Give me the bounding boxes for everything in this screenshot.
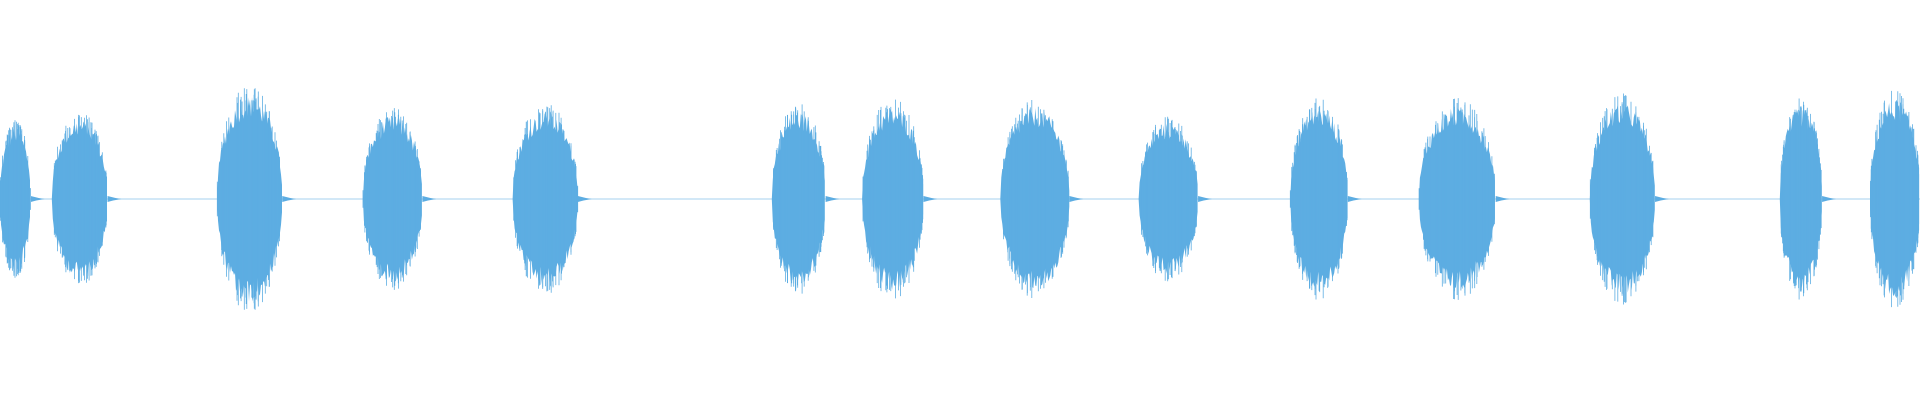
waveform-tail: [825, 196, 840, 202]
waveform-tail: [1822, 196, 1837, 202]
waveform-burst: [1289, 98, 1362, 300]
waveform-burst-fill: [217, 97, 282, 302]
waveform-burst: [1138, 116, 1213, 282]
waveform-burst: [1870, 90, 1920, 308]
waveform-tail: [107, 196, 122, 202]
waveform-tail: [1347, 196, 1362, 202]
waveform-tail: [1655, 196, 1670, 202]
waveform-burst: [771, 104, 840, 294]
waveform-burst: [216, 88, 297, 310]
waveform-tail: [1069, 196, 1084, 202]
waveform-burst: [1779, 98, 1837, 300]
waveform-burst-fill: [1000, 108, 1070, 289]
waveform-tail: [30, 196, 45, 202]
waveform-burst-fill: [1870, 100, 1920, 296]
waveform-burst: [512, 105, 592, 293]
waveform-burst: [1418, 98, 1510, 300]
waveform-group: [0, 88, 1920, 310]
waveform-burst: [862, 99, 938, 299]
waveform-burst: [1000, 100, 1084, 298]
waveform-burst: [0, 120, 45, 278]
waveform-tail: [1495, 196, 1510, 202]
waveform-tail: [577, 196, 592, 202]
waveform-burst: [362, 108, 437, 290]
waveform-burst: [51, 114, 122, 284]
waveform-tail: [923, 196, 938, 202]
waveform-tail: [282, 196, 297, 202]
waveform-burst: [1589, 93, 1670, 305]
waveform-tail: [422, 196, 437, 202]
waveform-tail: [1198, 196, 1213, 202]
